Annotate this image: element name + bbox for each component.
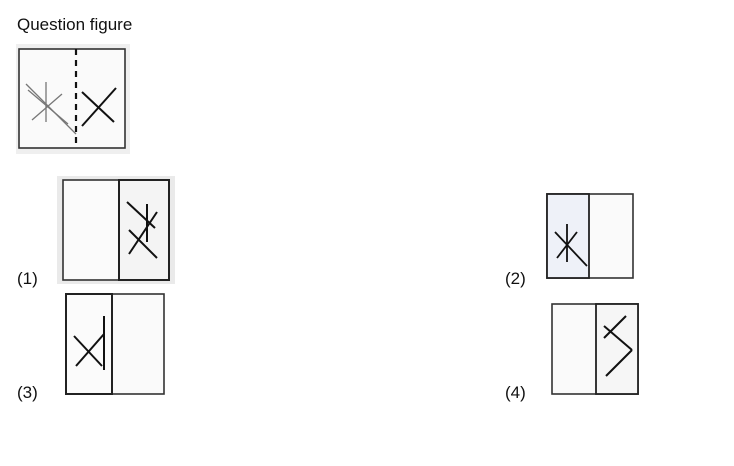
right-half-pattern: [81, 87, 117, 127]
left-half-pattern: [25, 82, 77, 135]
option-4-label: (4): [505, 383, 526, 402]
option-1-label: (1): [17, 269, 38, 288]
option-2-figure: [546, 193, 634, 279]
option-3-label: (3): [17, 383, 38, 402]
option-2-pattern: [554, 224, 588, 267]
option-1-figure: [57, 176, 175, 284]
option-3-figure: [65, 293, 165, 395]
option-3-pattern: [73, 316, 105, 370]
option-1-pattern: [126, 201, 158, 259]
option-2-label: (2): [505, 269, 526, 288]
question-figure-title: Question figure: [17, 15, 133, 34]
option-4-pattern: [603, 315, 633, 377]
question-figure: [16, 44, 130, 154]
option-4-figure: [551, 303, 639, 395]
